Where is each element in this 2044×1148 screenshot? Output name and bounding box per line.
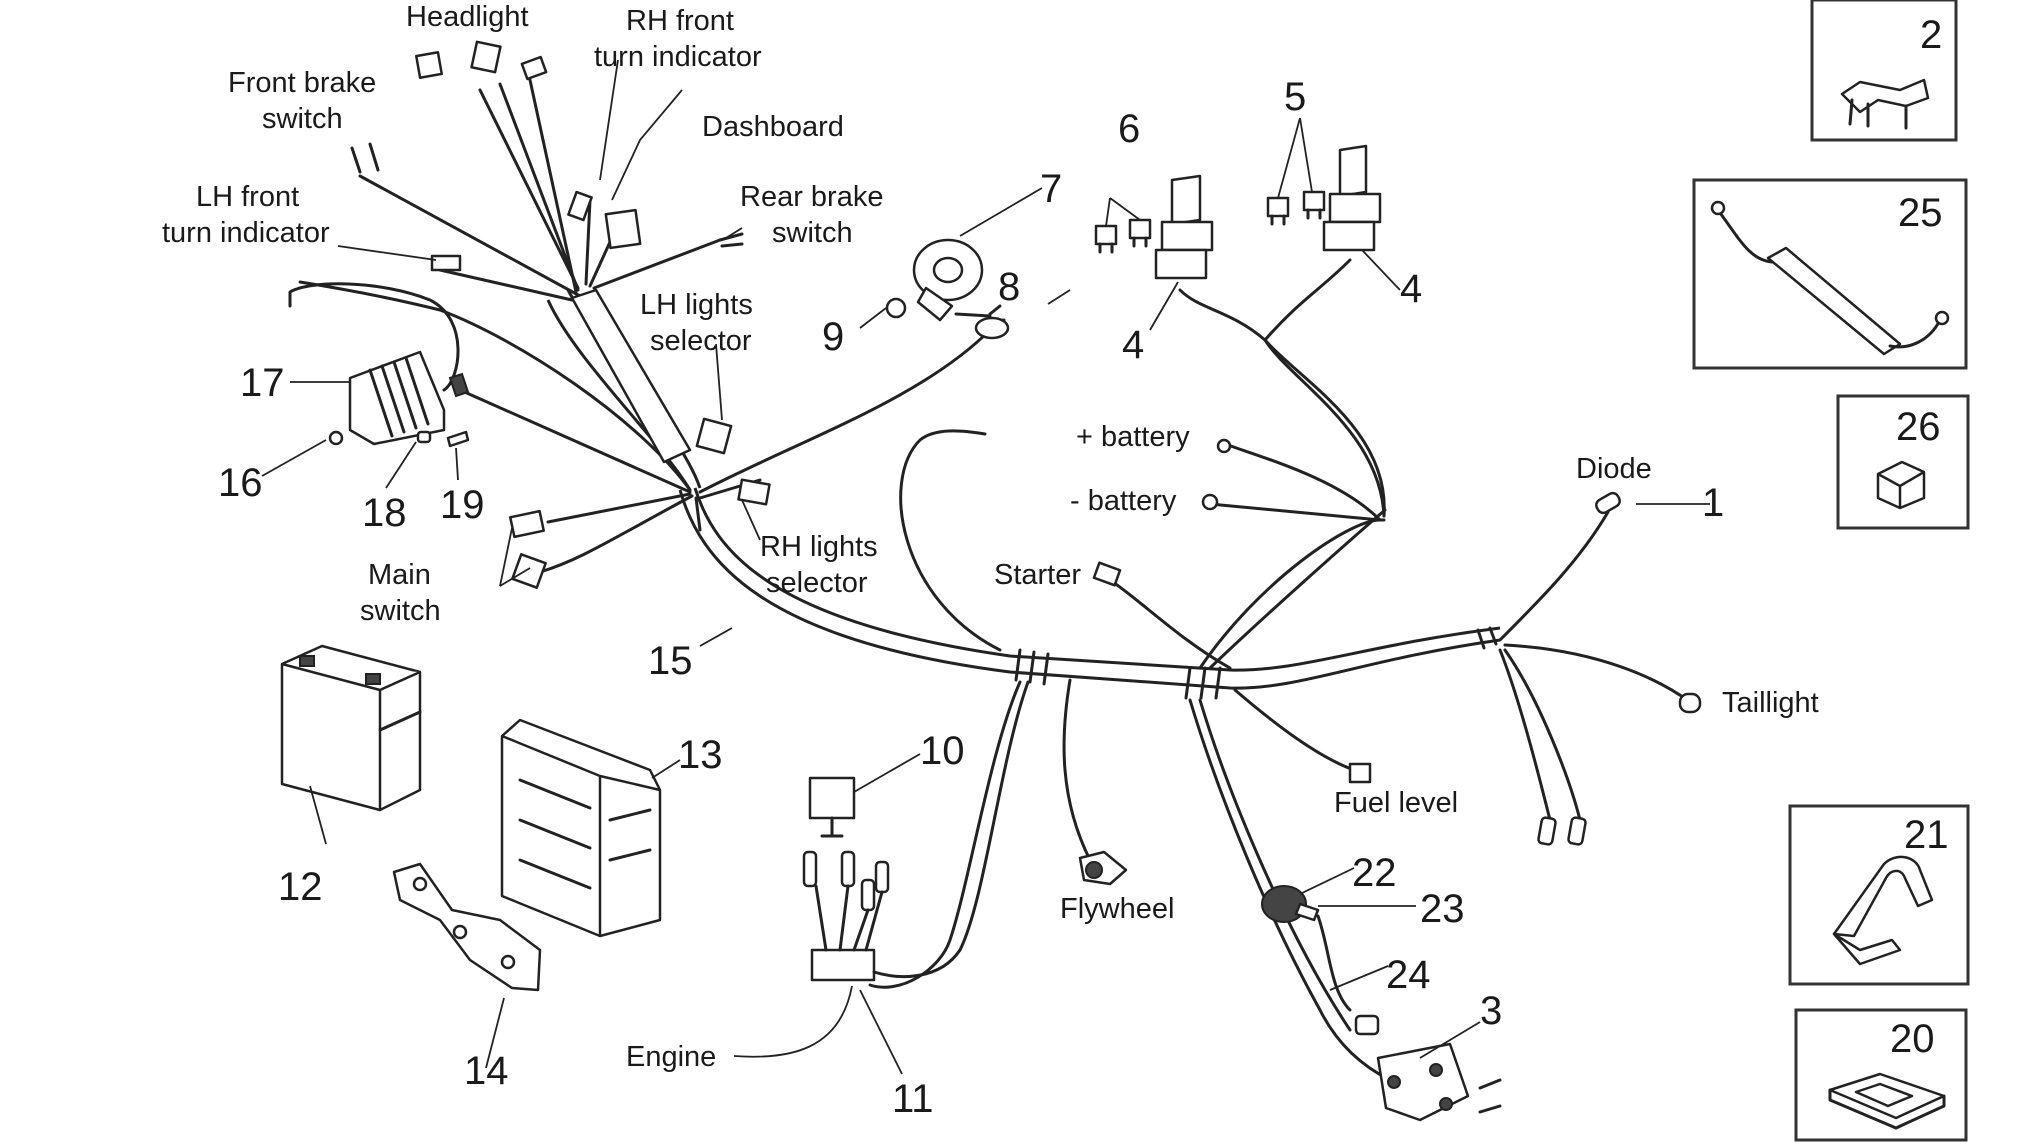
num-6: 6 (1118, 107, 1140, 151)
num-24: 24 (1386, 953, 1431, 997)
battery-12 (280, 644, 422, 812)
num-10: 10 (920, 729, 965, 773)
text-labels: Headlight RH front turn indicator Front … (162, 1, 1819, 1073)
headlight-connectors (415, 40, 548, 81)
ring-terminal (974, 316, 1010, 340)
dashboard-connector (604, 208, 642, 250)
num-17: 17 (240, 361, 285, 405)
part-numbers: 2 25 26 21 20 1 7 8 9 6 5 4 4 17 16 18 1… (218, 13, 1949, 1121)
label-main-switch-1: Main (368, 559, 431, 591)
rh-lights-selector-connector (737, 478, 771, 506)
label-engine: Engine (626, 1041, 716, 1073)
taillight-connector (1678, 692, 1702, 714)
label-starter: Starter (994, 559, 1081, 591)
main-switch-connector-b (511, 553, 547, 589)
fuse-holder-4-left (1154, 174, 1214, 280)
num-12: 12 (278, 865, 323, 909)
rh-front-turn-connector (567, 190, 593, 222)
bracket-14 (392, 862, 542, 992)
label-rear-brake-2: switch (772, 217, 853, 249)
label-fuel-level: Fuel level (1334, 787, 1458, 819)
lh-lights-selector-connector (695, 417, 733, 455)
flywheel-sensor (1078, 850, 1128, 886)
num-20: 20 (1890, 1017, 1935, 1061)
label-front-brake-1: Front brake (228, 67, 376, 99)
rear-brake-switch-pins (718, 232, 744, 248)
num-8: 8 (998, 265, 1020, 309)
diode-component (1595, 491, 1621, 515)
main-switch-connector-a (508, 509, 546, 539)
num-19: 19 (440, 483, 485, 527)
fuel-level-connector (1348, 762, 1372, 784)
num-1: 1 (1702, 481, 1724, 525)
starter-connector (1092, 561, 1122, 587)
front-junction-sleeve (570, 288, 692, 464)
leader-lines (261, 59, 1710, 1075)
inset-26 (1836, 394, 1970, 530)
horn-7 (885, 238, 1006, 324)
regulator-17 (288, 282, 470, 446)
num-23: 23 (1420, 887, 1465, 931)
label-lh-lights-1: LH lights (640, 289, 753, 321)
num-4-right: 4 (1400, 267, 1422, 311)
label-rh-lights-1: RH lights (760, 531, 878, 563)
num-26: 26 (1896, 405, 1941, 449)
label-rh-front-turn-2: turn indicator (594, 41, 762, 73)
label-diode: Diode (1576, 453, 1652, 485)
label-rh-lights-2: selector (766, 567, 868, 599)
num-9: 9 (822, 315, 844, 359)
nut-16 (328, 430, 344, 446)
label-main-switch-2: switch (360, 595, 441, 627)
bulb-socket-b (1567, 816, 1587, 846)
num-22: 22 (1352, 851, 1397, 895)
label-rear-brake-1: Rear brake (740, 181, 883, 213)
part-3-assembly (1261, 885, 1502, 1122)
num-14: 14 (464, 1049, 509, 1093)
num-4-left: 4 (1122, 323, 1144, 367)
label-lh-front-turn-1: LH front (196, 181, 299, 213)
num-2: 2 (1920, 13, 1942, 57)
inset-2 (1810, 0, 1958, 142)
main-harness (298, 78, 1692, 1082)
lh-front-turn-connector (430, 254, 462, 272)
label-headlight: Headlight (406, 1, 529, 33)
minus-battery-terminal (1201, 493, 1219, 511)
fuses-5 (1266, 190, 1326, 226)
label-front-brake-2: switch (262, 103, 343, 135)
screw-19 (446, 430, 470, 448)
label-rh-front-turn-1: RH front (626, 5, 734, 37)
fuses-6 (1094, 218, 1152, 254)
plus-battery-terminal (1216, 438, 1232, 454)
label-lh-front-turn-2: turn indicator (162, 217, 330, 249)
bulb-socket-a (1537, 816, 1557, 846)
label-plus-battery: + battery (1076, 421, 1190, 453)
label-dashboard: Dashboard (702, 111, 844, 143)
inset-21 (1788, 804, 1970, 986)
num-11: 11 (892, 1077, 934, 1121)
num-15: 15 (648, 639, 693, 683)
inset-20 (1794, 1008, 1968, 1142)
num-16: 16 (218, 461, 263, 505)
inset-25 (1692, 178, 1968, 370)
num-7: 7 (1040, 167, 1062, 211)
num-5: 5 (1284, 75, 1306, 119)
num-13: 13 (678, 733, 723, 777)
num-18: 18 (362, 491, 407, 535)
connector-11 (810, 884, 962, 982)
num-3: 3 (1480, 989, 1502, 1033)
label-minus-battery: - battery (1070, 485, 1177, 517)
label-taillight: Taillight (1722, 687, 1819, 719)
label-flywheel: Flywheel (1060, 893, 1174, 925)
washer-18 (416, 430, 432, 444)
num-21: 21 (1904, 813, 1949, 857)
battery-tray-13 (500, 718, 662, 938)
label-lh-lights-2: selector (650, 325, 752, 357)
num-25: 25 (1898, 191, 1943, 235)
fuse-holder-4-right (1322, 144, 1382, 252)
front-brake-switch-pins (350, 142, 380, 174)
